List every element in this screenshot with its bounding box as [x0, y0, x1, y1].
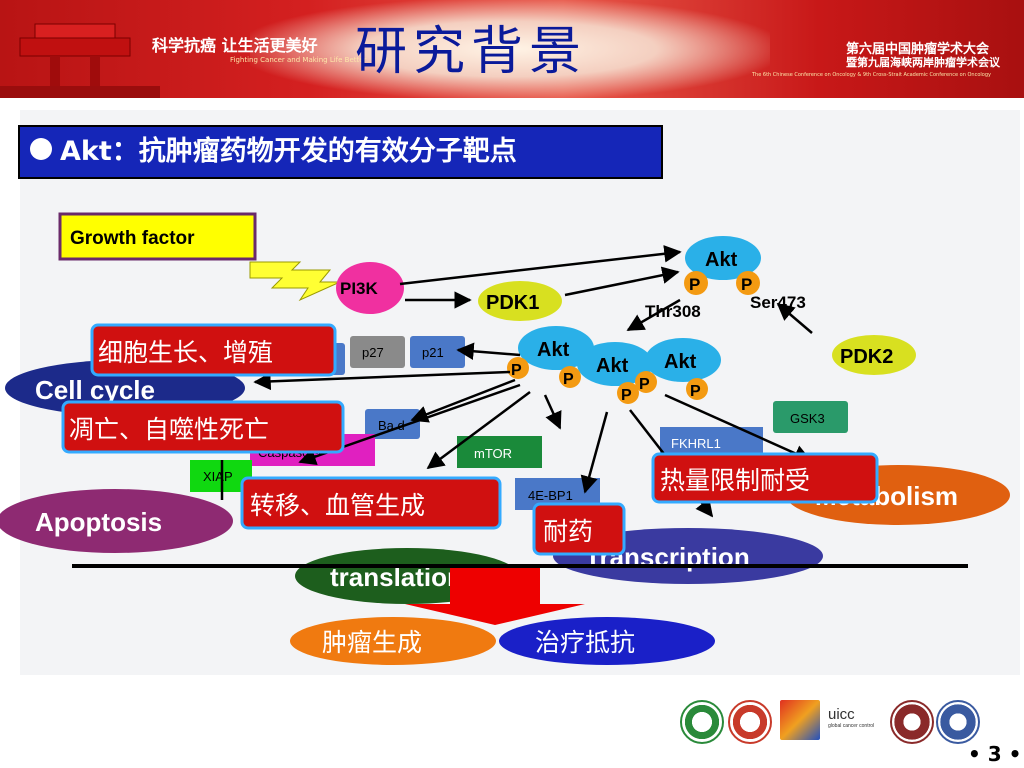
phospho-node	[684, 271, 708, 295]
akt-node-right	[645, 338, 721, 382]
arrow	[626, 298, 681, 332]
annotation-resistance	[532, 502, 626, 556]
arrow	[664, 393, 812, 462]
phospho-label: P	[741, 275, 752, 294]
annotation-growth-text: 细胞生长、增殖	[98, 338, 273, 367]
arrow	[564, 266, 680, 297]
topic-text: Akt：抗肿瘤药物开发的有效分子靶点	[60, 130, 660, 174]
arrow	[253, 370, 511, 391]
phospho-label: P	[511, 362, 522, 379]
tumorigenesis-node	[290, 617, 496, 665]
arrow	[580, 411, 609, 494]
header-slogan-english: Fighting Cancer and Making Life Better	[230, 56, 367, 64]
cancer-center-seal-icon	[936, 700, 980, 744]
header-banner	[0, 0, 1024, 98]
p21-node	[410, 336, 465, 368]
conference-name-english: The 6th Chinese Conference on Oncology &…	[752, 72, 991, 78]
arrow	[399, 245, 682, 286]
phospho-label: P	[639, 376, 650, 393]
akt-label-center: Akt	[596, 355, 629, 377]
tumorigenesis-label: 肿瘤生成	[322, 628, 422, 657]
annotation-metastasis	[240, 476, 502, 530]
apoptosis-node	[0, 489, 233, 553]
arrow	[410, 378, 516, 423]
bullet-icon	[30, 138, 52, 160]
p27-label: p27	[362, 345, 384, 360]
annotation-apoptosis	[61, 400, 345, 454]
red-down-arrow-icon	[405, 568, 585, 625]
cae-logo-icon	[780, 700, 820, 740]
arrow	[776, 302, 813, 334]
pdk1-node	[478, 281, 562, 321]
bad-label: Ba d	[378, 418, 405, 433]
header-slogan: 科学抗癌 让生活更美好	[152, 36, 318, 55]
akt-label-right: Akt	[664, 351, 697, 373]
phospho-node	[686, 378, 708, 400]
lightning-icon	[249, 261, 341, 302]
phospho-label: P	[689, 275, 700, 294]
apoptosis-label: Apoptosis	[35, 507, 162, 537]
pavilion-logo	[0, 23, 160, 98]
annotation-metastasis-text: 转移、血管生成	[250, 491, 425, 520]
topic-text-content: Akt：抗肿瘤药物开发的有效分子靶点	[60, 136, 517, 167]
bad-node	[365, 409, 420, 439]
hospital-seal-icon	[680, 700, 724, 744]
annotation-apoptosis-text: 凋亡、自噬性死亡	[69, 415, 269, 444]
pi3k-label: PI3K	[340, 279, 379, 298]
phospho-node	[507, 357, 529, 379]
header-highlight	[250, 0, 770, 98]
phospho-node	[635, 371, 657, 393]
phospho-node	[617, 382, 639, 404]
p21-label: p21	[422, 345, 444, 360]
akt-node-center	[577, 342, 653, 386]
phospho-node	[736, 271, 760, 295]
p27-node	[350, 336, 405, 368]
mtor-node	[457, 436, 542, 468]
uicc-text: uicc	[828, 706, 855, 723]
akt-node-top	[685, 236, 761, 280]
phospho-label: P	[563, 371, 574, 388]
mtor-label: mTOR	[474, 446, 512, 461]
phospho-label: P	[690, 383, 701, 400]
conference-name: 第六届中国肿瘤学术大会	[846, 42, 990, 57]
uicc-subtext: global cancer control	[828, 723, 875, 729]
akt-node-left	[518, 326, 594, 370]
xiap-label: XIAP	[203, 469, 233, 484]
annotation-resistance-text: 耐药	[543, 517, 593, 546]
university-seal-icon	[890, 700, 934, 744]
thr308-label: Thr308	[645, 302, 701, 321]
gsk3-label: GSK3	[790, 411, 825, 426]
cell-cycle-label: Cell cycle	[35, 375, 155, 405]
treatment-resistance-label: 治疗抵抗	[535, 628, 635, 657]
annotation-caloric	[651, 452, 879, 504]
akt-label-top: Akt	[705, 249, 738, 271]
fkhrl1-label: FKHRL1	[671, 436, 721, 451]
pdk2-node	[832, 335, 916, 375]
hospital-seal-icon	[728, 700, 772, 744]
growth-factor-label: Growth factor	[70, 228, 195, 249]
pdk2-label: PDK2	[840, 346, 893, 368]
annotation-caloric-text: 热量限制耐受	[660, 466, 810, 495]
annotation-growth	[90, 323, 337, 377]
treatment-resistance-node	[499, 617, 715, 665]
4ebp1-label: 4E-BP1	[528, 488, 573, 503]
gsk3-node	[773, 401, 848, 433]
ser473-label: Ser473	[750, 293, 806, 312]
phospho-node	[559, 366, 581, 388]
page-number: • 3 •	[968, 742, 1022, 766]
growth-factor-box	[58, 212, 257, 261]
phospho-label: P	[621, 387, 632, 404]
pdk1-label: PDK1	[486, 292, 539, 314]
arrow	[426, 390, 531, 470]
akt-label-left: Akt	[537, 339, 570, 361]
arrow	[543, 394, 562, 430]
topic-banner	[18, 125, 663, 179]
slide-title: 研究背景	[355, 22, 588, 82]
conference-name-2: 暨第九届海峡两岸肿瘤学术会议	[846, 56, 1000, 69]
arrow	[456, 342, 521, 360]
pi3k-node	[336, 262, 404, 314]
